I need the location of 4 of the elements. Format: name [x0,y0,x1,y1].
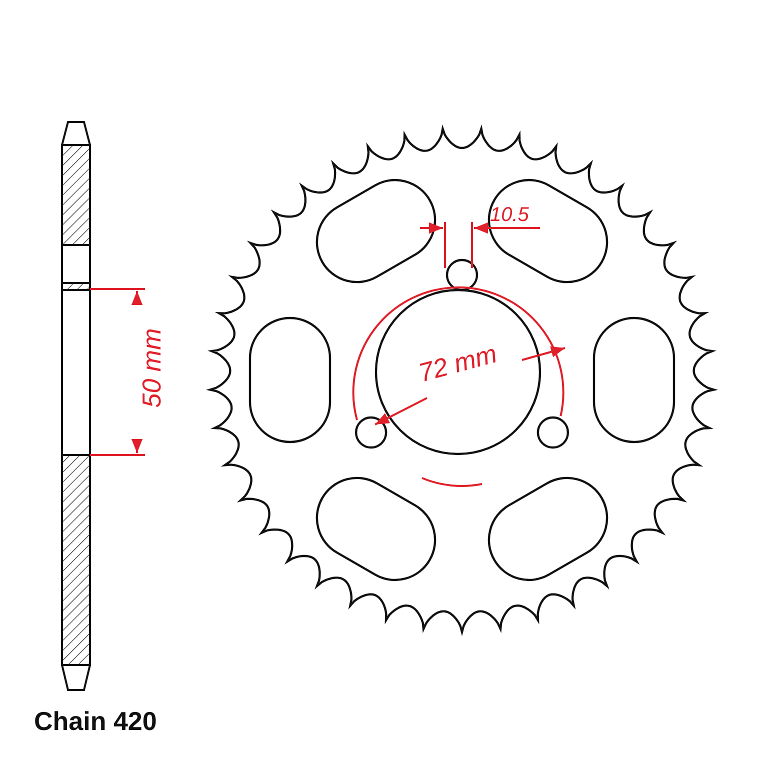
dimension-label: 10.5 [490,205,529,225]
dimension-label: 72 mm [416,340,500,386]
chain-size-label: Chain 420 [34,708,157,734]
dimension-label: 50 mm [138,328,165,408]
